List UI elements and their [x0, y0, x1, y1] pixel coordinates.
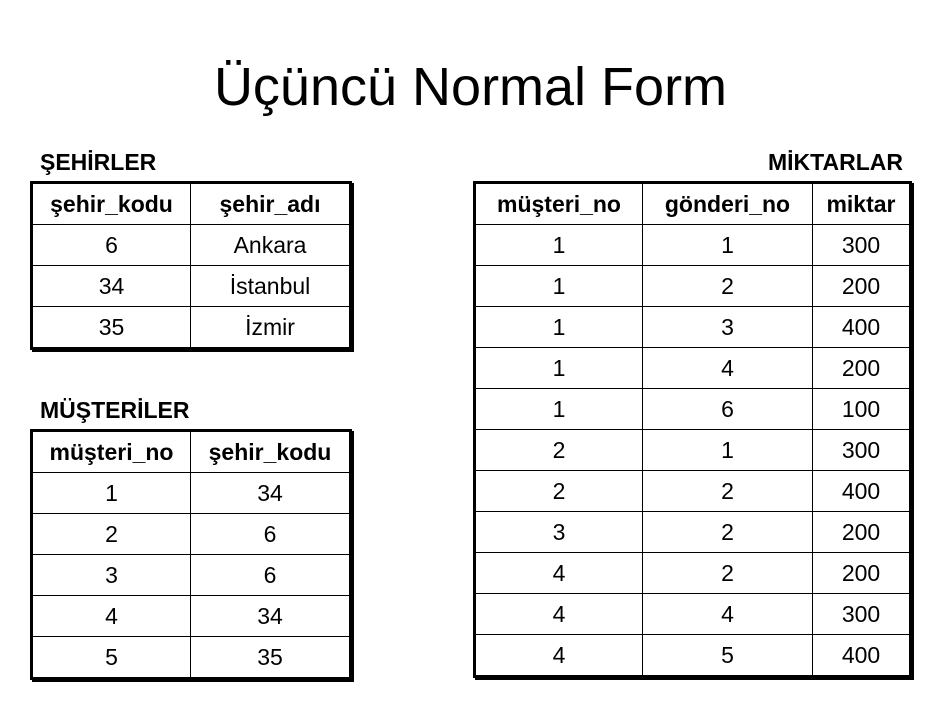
table-cell: 200	[812, 552, 911, 594]
table-row: 1 4 200	[474, 347, 911, 389]
table-cell: 1	[474, 224, 643, 266]
table-row: 1 6 100	[474, 388, 911, 430]
table-cell: 2	[642, 511, 813, 553]
table-row: 2 6	[31, 513, 351, 555]
table-cell: 3	[642, 306, 813, 348]
table-cell: Ankara	[190, 224, 351, 266]
table-header-row: şehir_kodu şehir_adı	[31, 182, 351, 225]
table-cell: 2	[642, 552, 813, 594]
table-cell: 3	[474, 511, 643, 553]
table-cell: 300	[812, 224, 911, 266]
table-cell: 35	[190, 636, 351, 679]
column-header: müşteri_no	[474, 182, 643, 225]
table-cell: İstanbul	[190, 265, 351, 307]
table-row: 2 1 300	[474, 429, 911, 471]
table-cell: 2	[642, 265, 813, 307]
table-cell: 300	[812, 593, 911, 635]
table-row: 3 2 200	[474, 511, 911, 553]
table-cell: 34	[190, 595, 351, 637]
table-header-row: müşteri_no gönderi_no miktar	[474, 182, 911, 225]
table-row: 35 İzmir	[31, 306, 351, 349]
table-cell: 400	[812, 634, 911, 677]
column-header: şehir_kodu	[190, 430, 351, 473]
table-cell: 200	[812, 265, 911, 307]
table-cell: 200	[812, 347, 911, 389]
table-cell: 35	[31, 306, 191, 349]
table-cell: 1	[474, 388, 643, 430]
table-row: 4 4 300	[474, 593, 911, 635]
cities-table: şehir_kodu şehir_adı 6 Ankara 34 İstanbu…	[30, 181, 352, 350]
table-cell: 1	[474, 306, 643, 348]
table-cell: 4	[31, 595, 191, 637]
column-header: gönderi_no	[642, 182, 813, 225]
table-cell: 6	[31, 224, 191, 266]
table-cell: 1	[474, 347, 643, 389]
table-row: 1 2 200	[474, 265, 911, 307]
table-row: 1 1 300	[474, 224, 911, 266]
table-cell: 2	[31, 513, 191, 555]
table-cell: 34	[190, 472, 351, 514]
table-cell: 2	[474, 470, 643, 512]
table-cell: 4	[642, 347, 813, 389]
table-cell: 300	[812, 429, 911, 471]
table-cell: 4	[474, 593, 643, 635]
table-cell: 400	[812, 306, 911, 348]
table-cell: 4	[642, 593, 813, 635]
table-cell: 100	[812, 388, 911, 430]
table-cell: 3	[31, 554, 191, 596]
column-header: miktar	[812, 182, 911, 225]
table-cell: 6	[190, 554, 351, 596]
table-row: 1 3 400	[474, 306, 911, 348]
table-cell: 34	[31, 265, 191, 307]
cities-table-caption: ŞEHİRLER	[40, 149, 157, 175]
table-cell: 1	[474, 265, 643, 307]
amounts-table: müşteri_no gönderi_no miktar 1 1 300 1 2…	[473, 181, 912, 678]
table-cell: 4	[474, 552, 643, 594]
column-header: şehir_adı	[190, 182, 351, 225]
table-row: 5 35	[31, 636, 351, 679]
table-cell: 6	[642, 388, 813, 430]
table-cell: 1	[642, 224, 813, 266]
table-cell: 2	[474, 429, 643, 471]
table-cell: 200	[812, 511, 911, 553]
column-header: şehir_kodu	[31, 182, 191, 225]
table-cell: 1	[31, 472, 191, 514]
table-row: 4 34	[31, 595, 351, 637]
table-row: 6 Ankara	[31, 224, 351, 266]
table-row: 4 2 200	[474, 552, 911, 594]
amounts-table-caption: MİKTARLAR	[768, 149, 903, 175]
table-row: 4 5 400	[474, 634, 911, 677]
table-row: 3 6	[31, 554, 351, 596]
table-cell: 400	[812, 470, 911, 512]
table-row: 34 İstanbul	[31, 265, 351, 307]
slide-title: Üçüncü Normal Form	[213, 57, 728, 117]
table-cell: 5	[31, 636, 191, 679]
table-cell: 6	[190, 513, 351, 555]
table-cell: İzmir	[190, 306, 351, 349]
customers-table-caption: MÜŞTERİLER	[40, 397, 190, 423]
table-cell: 2	[642, 470, 813, 512]
table-row: 2 2 400	[474, 470, 911, 512]
customers-table: müşteri_no şehir_kodu 1 34 2 6 3 6 4 34 …	[30, 429, 352, 680]
column-header: müşteri_no	[31, 430, 191, 473]
table-row: 1 34	[31, 472, 351, 514]
table-cell: 5	[642, 634, 813, 677]
table-header-row: müşteri_no şehir_kodu	[31, 430, 351, 473]
table-cell: 1	[642, 429, 813, 471]
table-cell: 4	[474, 634, 643, 677]
